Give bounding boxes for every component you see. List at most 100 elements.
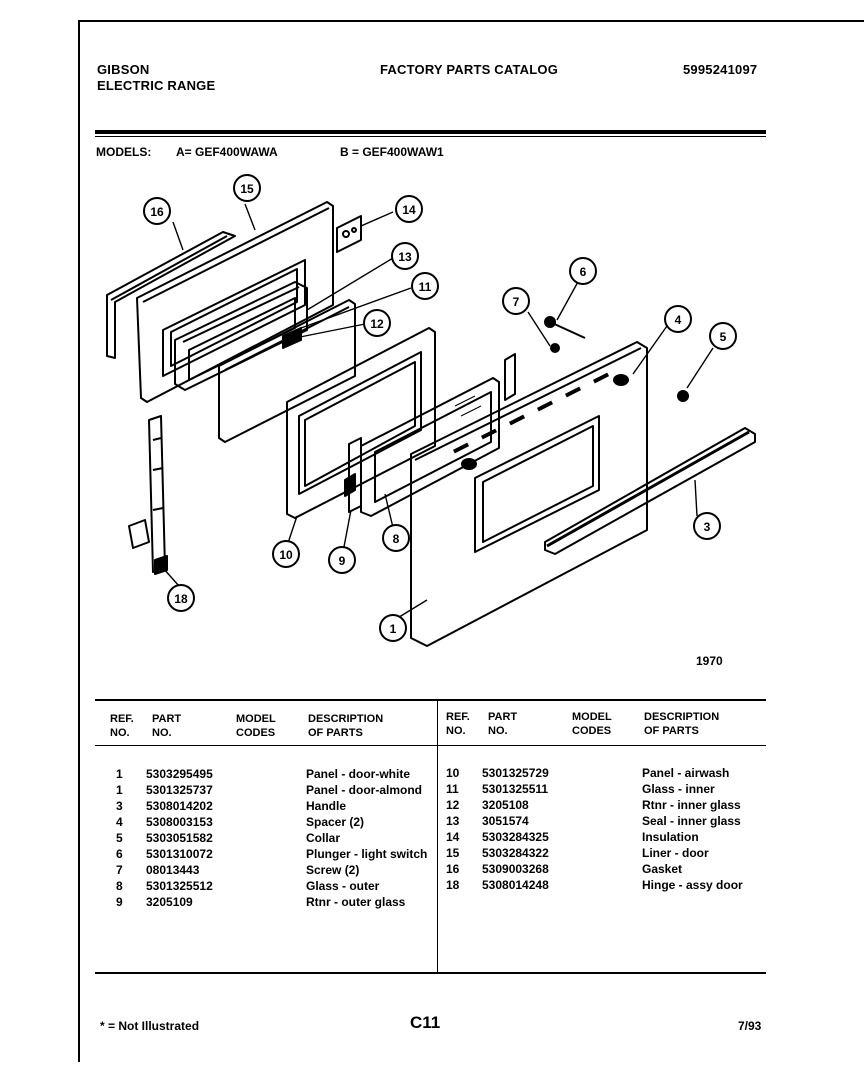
callout-4 (664, 305, 692, 333)
ref-no: 9 (116, 895, 123, 909)
callout-label: 8 (393, 532, 400, 546)
description: Rtnr - inner glass (642, 798, 741, 812)
description: Panel - door-almond (306, 783, 423, 797)
description: Glass - outer (306, 879, 380, 893)
footnote: * = Not Illustrated (100, 1019, 200, 1033)
callout-14 (395, 195, 423, 223)
callout-13 (391, 242, 419, 270)
callout-label: 14 (402, 203, 416, 217)
figure-number: 1970 (696, 654, 723, 668)
part-no: 5301325737 (146, 783, 213, 797)
page-number: C11 (410, 1013, 441, 1032)
description: Glass - inner (642, 782, 715, 796)
table-divider (437, 700, 438, 972)
callout-label: 3 (704, 520, 711, 534)
hinge-part (128, 415, 168, 575)
brand-name: GIBSON (97, 62, 150, 77)
exploded-door-diagram: 16 15 14 13 11 12 7 6 4 5 3 1 8 9 10 18 (106, 174, 756, 647)
col-description: DESCRIPTION OF PARTS (644, 711, 720, 737)
description: Insulation (642, 830, 699, 844)
description: Gasket (642, 862, 683, 876)
liner-part (136, 201, 334, 403)
description: Hinge - assy door (642, 878, 743, 892)
description: Plunger - light switch (306, 847, 428, 861)
part-no: 3051574 (482, 814, 529, 828)
handle-part (544, 427, 756, 555)
description: Panel - airwash (642, 766, 730, 780)
ref-no: 16 (446, 862, 460, 876)
description: Seal - inner glass (642, 814, 741, 828)
model-a: A= GEF400WAWA (176, 145, 278, 159)
callout-1 (379, 614, 407, 642)
callout-11 (411, 272, 439, 300)
catalog-number: 5995241097 (683, 62, 758, 77)
callout-18 (167, 584, 195, 612)
callout-6 (569, 257, 597, 285)
callout-12 (363, 309, 391, 337)
ref-no: 4 (116, 815, 123, 829)
part-no: 3205109 (146, 895, 193, 909)
col-model-codes: MODEL CODES (572, 711, 612, 737)
part-no: 5301325511 (482, 782, 549, 796)
callout-label: 13 (398, 250, 412, 264)
screw-part (550, 343, 560, 353)
ref-no: 12 (446, 798, 460, 812)
header-rule-thin (95, 136, 766, 137)
gasket-part (106, 231, 236, 359)
part-no: 5308014248 (482, 878, 549, 892)
model-b: B = GEF400WAW1 (340, 145, 444, 159)
table-top-rule (95, 699, 766, 701)
door-panel-part (410, 341, 648, 647)
table-row: 1 (116, 767, 123, 783)
description: Collar (306, 831, 341, 845)
description: Screw (2) (306, 863, 360, 877)
part-no: 3205108 (482, 798, 529, 812)
header-rule (95, 130, 766, 134)
description: Spacer (2) (306, 815, 365, 829)
callout-7 (502, 287, 530, 315)
part-no: 5308003153 (146, 815, 213, 829)
col-ref-no: REF. NO. (110, 713, 134, 739)
col-part-no: PART NO. (152, 713, 182, 739)
outer-glass-part (360, 377, 500, 517)
collar-part (677, 390, 689, 402)
ref-no: 3 (116, 799, 123, 813)
revision-date: 7/93 (738, 1019, 762, 1033)
insulation-part (336, 215, 362, 253)
ref-no: 11 (446, 782, 459, 796)
product-name: ELECTRIC RANGE (97, 78, 216, 93)
callout-label: 15 (240, 182, 254, 196)
description: Panel - door-white (306, 767, 411, 781)
callout-label: 5 (720, 330, 727, 344)
description: Rtnr - outer glass (306, 895, 406, 909)
part-no: 5309003268 (482, 862, 549, 876)
callout-label: 11 (419, 280, 432, 294)
col-ref-no: REF. NO. (446, 711, 470, 737)
ref-no: 10 (446, 766, 460, 780)
part-no: 5308014202 (146, 799, 213, 813)
ref-no: 18 (446, 878, 460, 892)
ref-no: 13 (446, 814, 460, 828)
callout-10 (272, 540, 300, 568)
page-frame (78, 20, 864, 1062)
ref-no: 1 (116, 767, 123, 781)
callout-label: 6 (580, 265, 587, 279)
callout-16 (143, 197, 171, 225)
ref-no: 7 (116, 863, 123, 877)
table-bottom-rule (95, 972, 766, 974)
table-header-rule (95, 745, 766, 746)
callout-label: 16 (150, 205, 164, 219)
plunger-part (544, 316, 586, 339)
callout-label: 9 (339, 554, 346, 568)
ref-no: 8 (116, 879, 123, 893)
part-no: 5303051582 (146, 831, 213, 845)
callout-8 (382, 524, 410, 552)
description: Handle (306, 799, 347, 813)
part-no: 5301325729 (482, 766, 549, 780)
col-description: DESCRIPTION OF PARTS (308, 713, 384, 739)
part-no: 08013443 (146, 863, 200, 877)
part-no: 5303295495 (146, 767, 213, 781)
catalog-title: FACTORY PARTS CATALOG (380, 62, 559, 77)
part-no: 5303284322 (482, 846, 549, 860)
ref-no: 1 (116, 783, 123, 797)
